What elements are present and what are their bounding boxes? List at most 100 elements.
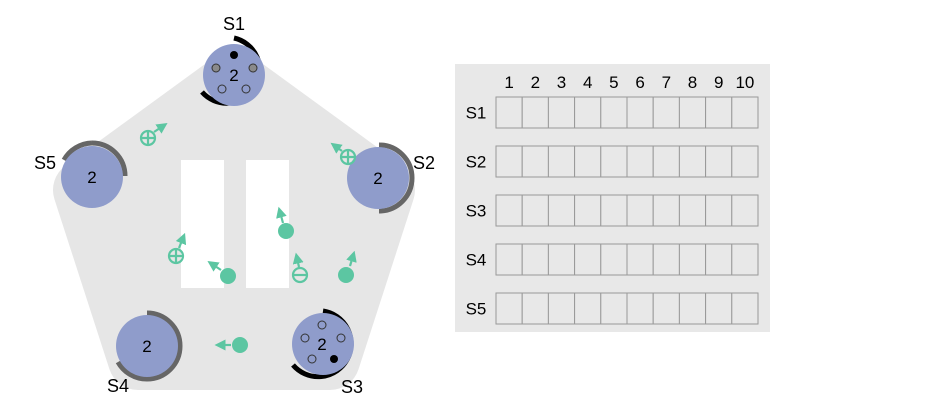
station-s5-arc-left — [61, 140, 93, 162]
station-s4-body — [116, 315, 178, 377]
station-s3-slot — [307, 354, 317, 364]
grid-row-header: S2 — [466, 153, 487, 172]
station-s4-label: S4 — [107, 376, 129, 396]
dot-agent-icon[interactable] — [276, 206, 294, 239]
grid-cell[interactable] — [547, 96, 576, 129]
dot-agent-icon[interactable] — [338, 250, 357, 283]
grid-cell[interactable] — [547, 243, 576, 276]
grid-cell[interactable] — [731, 292, 759, 325]
grid-cell[interactable] — [678, 194, 707, 227]
grid-cell[interactable] — [731, 194, 759, 227]
grid-cell[interactable] — [547, 194, 576, 227]
grid-cell[interactable] — [678, 96, 707, 129]
station-s5-body — [61, 146, 123, 208]
station-s5-arc — [91, 140, 128, 177]
station-s1-slot — [241, 84, 251, 94]
grid-cell[interactable] — [600, 194, 628, 227]
grid-cell[interactable] — [574, 292, 602, 325]
grid-cell[interactable] — [652, 292, 680, 325]
grid-cell[interactable] — [705, 243, 733, 276]
station-s2-arc — [378, 142, 415, 214]
grid-cell[interactable] — [574, 96, 602, 129]
station-s1-slot — [217, 84, 227, 94]
grid-cell[interactable] — [678, 145, 707, 178]
station-s2-label: S2 — [413, 153, 435, 173]
plus-circle-agent-icon[interactable] — [167, 232, 187, 265]
grid-cell[interactable] — [652, 243, 680, 276]
grid-cell[interactable] — [652, 96, 680, 129]
grid-cell[interactable] — [731, 96, 759, 129]
grid-cell[interactable] — [495, 145, 523, 178]
grid-column-header: 1 — [504, 73, 513, 92]
plus-circle-agent-icon[interactable] — [330, 142, 357, 166]
grid-cell[interactable] — [678, 292, 707, 325]
grid-cell[interactable] — [495, 96, 523, 129]
grid-cell[interactable] — [521, 292, 549, 325]
grid-cell[interactable] — [521, 243, 549, 276]
grid-column-header: 10 — [735, 73, 754, 92]
grid-cell[interactable] — [626, 194, 654, 227]
grid-cell[interactable] — [547, 145, 576, 178]
grid-cell[interactable] — [705, 96, 733, 129]
grid-column-header: 2 — [531, 73, 540, 92]
station-s5-label: S5 — [34, 153, 56, 173]
station-s3[interactable]: 2 S3 — [291, 308, 363, 397]
grid-cells — [495, 96, 759, 325]
station-s2-body — [347, 147, 409, 209]
station-s1-slot — [248, 63, 258, 73]
grid-column-header: 8 — [688, 73, 697, 92]
grid-cell[interactable] — [600, 292, 628, 325]
station-s3-slot — [317, 320, 327, 330]
grid-cell[interactable] — [521, 96, 549, 129]
grid-cell[interactable] — [705, 145, 733, 178]
station-s3-slot — [300, 333, 310, 343]
grid-cell[interactable] — [521, 194, 549, 227]
grid-column-header: 5 — [609, 73, 618, 92]
grid-cell[interactable] — [495, 194, 523, 227]
wall-right — [246, 160, 289, 288]
grid-cell[interactable] — [574, 194, 602, 227]
grid-cell[interactable] — [705, 292, 733, 325]
grid-cell[interactable] — [574, 145, 602, 178]
grid-cell[interactable] — [705, 194, 733, 227]
grid-cell[interactable] — [495, 292, 523, 325]
station-s2[interactable]: 2 S2 — [347, 142, 435, 214]
dot-agent-icon[interactable] — [214, 337, 248, 353]
grid-cell[interactable] — [652, 145, 680, 178]
grid-cell[interactable] — [574, 243, 602, 276]
grid-cell[interactable] — [547, 292, 576, 325]
grid-cell[interactable] — [626, 145, 654, 178]
station-s3-slot — [330, 355, 338, 363]
station-s5[interactable]: 2 S5 — [34, 140, 128, 208]
grid-cell[interactable] — [600, 96, 628, 129]
plus-circle-agent-icon[interactable] — [139, 122, 168, 147]
grid-cell[interactable] — [678, 243, 707, 276]
grid-cell[interactable] — [626, 243, 654, 276]
grid-cell[interactable] — [600, 243, 628, 276]
grid-column-header: 9 — [714, 73, 723, 92]
grid-row-header: S4 — [466, 251, 487, 270]
grid-row-header: S5 — [466, 300, 487, 319]
station-s4-arc-bottom — [115, 360, 148, 382]
grid-cell[interactable] — [652, 194, 680, 227]
station-s3-body — [292, 313, 354, 375]
station-s1[interactable]: 2 S1 — [200, 14, 265, 106]
station-s1-count: 2 — [229, 66, 238, 85]
grid-cell[interactable] — [495, 243, 523, 276]
grid-cell[interactable] — [626, 96, 654, 129]
station-s3-slot — [336, 333, 346, 343]
station-s4[interactable]: 2 S4 — [107, 310, 183, 396]
grid-row-header: S1 — [466, 104, 487, 123]
station-s3-label: S3 — [341, 377, 363, 397]
grid-row-header: S3 — [466, 202, 487, 221]
minus-circle-agent-icon[interactable] — [291, 252, 309, 284]
station-s2-count: 2 — [373, 169, 382, 188]
grid-cell[interactable] — [731, 243, 759, 276]
grid-cell[interactable] — [600, 145, 628, 178]
grid-cell[interactable] — [731, 145, 759, 178]
grid-cell[interactable] — [626, 292, 654, 325]
dot-agent-icon[interactable] — [207, 260, 236, 284]
grid-cell[interactable] — [521, 145, 549, 178]
